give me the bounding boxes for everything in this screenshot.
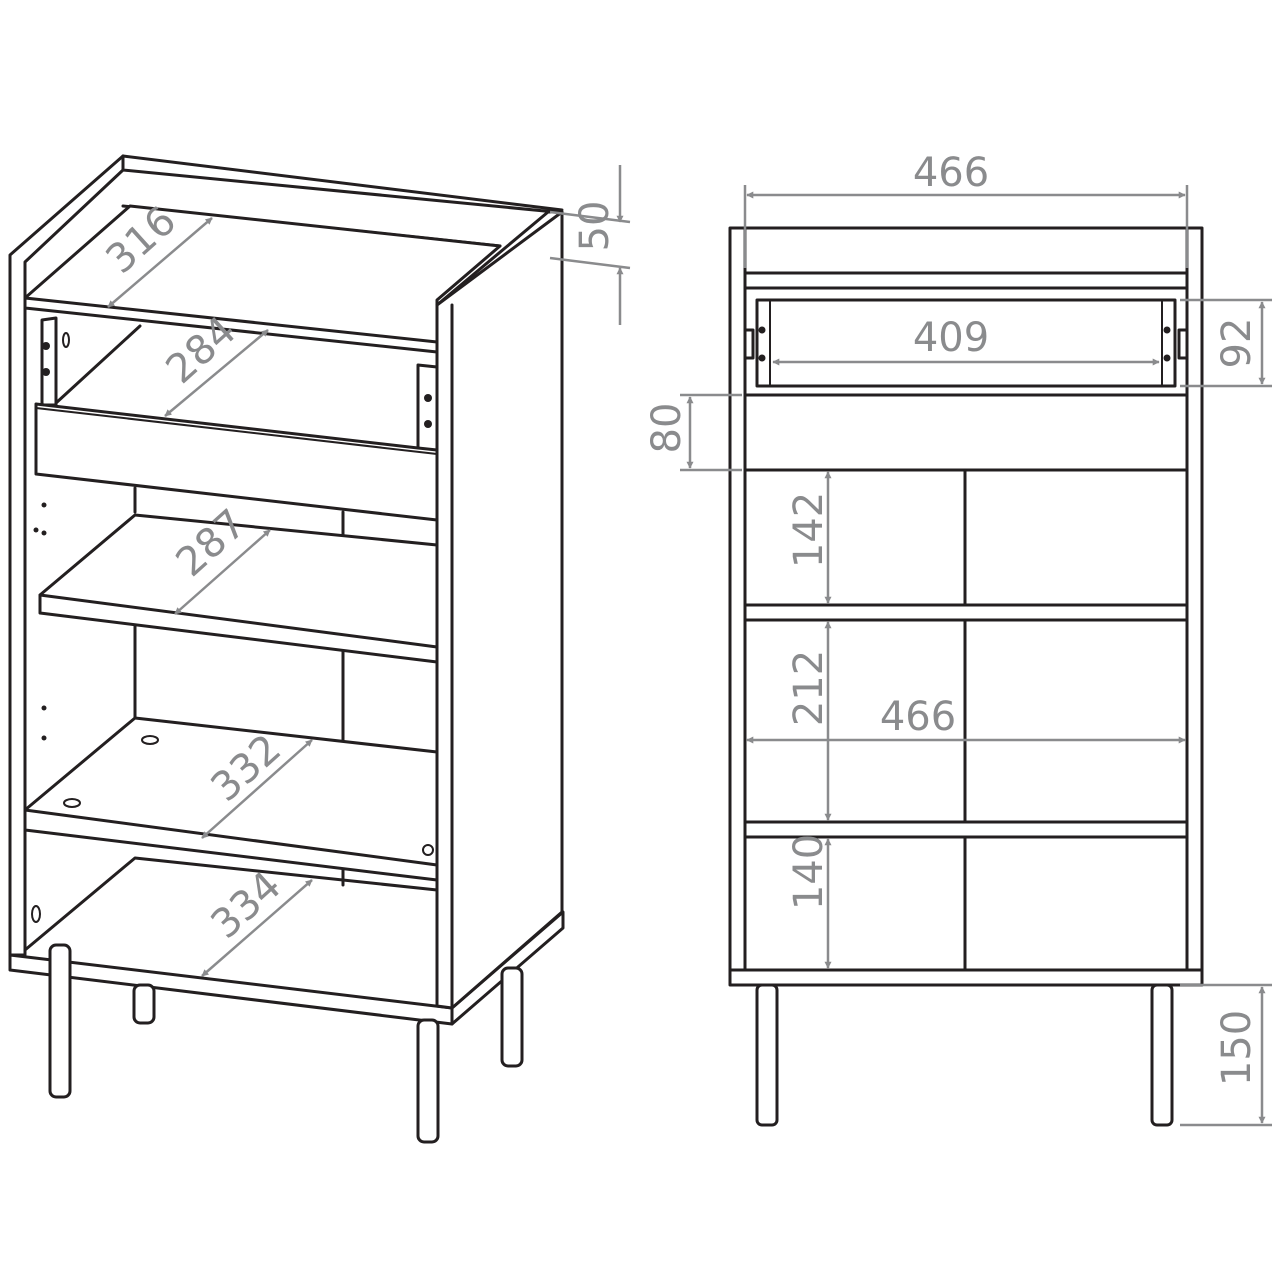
- dim-bottom-depth: 334: [203, 863, 291, 948]
- dim-line-drawer-depth: [164, 329, 269, 417]
- bottom-board: [23, 856, 439, 952]
- hinge-hole: [758, 326, 766, 334]
- dim-outer-width: 466: [913, 150, 989, 196]
- shelf-peg-hole: [422, 844, 434, 856]
- dim-drawer-height: 92: [1214, 318, 1260, 369]
- hinge-hole: [42, 368, 50, 376]
- right-side-edges: [435, 210, 564, 1010]
- dim-line-top-depth: [107, 217, 213, 308]
- hinge-hole: [424, 394, 432, 402]
- side-dot: [41, 502, 47, 508]
- dim-leg-height: 150: [1214, 1010, 1260, 1086]
- perspective-view: 316 284 287 332 334 50: [8, 154, 631, 1144]
- leg-back-left: [132, 983, 156, 1025]
- right-runner: [1177, 328, 1189, 360]
- front-shelf-2: [743, 820, 1189, 839]
- back-divider-lines: [133, 486, 345, 887]
- side-hole: [31, 905, 41, 923]
- front-drawer-inner: [769, 299, 1163, 387]
- leg-front-right: [416, 1018, 440, 1144]
- shelf-peg-hole: [141, 735, 159, 745]
- shelf-1-front-edge: [38, 593, 439, 649]
- dim-inner-width: 466: [880, 694, 956, 740]
- side-dot: [41, 530, 47, 536]
- dim-upper-compartment-height: 142: [786, 492, 832, 568]
- side-dot: [41, 735, 47, 741]
- dim-middle-compartment-height: 212: [786, 650, 832, 726]
- front-leg-right: [1150, 983, 1174, 1127]
- drawer-front-top-edge: [35, 407, 438, 455]
- front-base-plinth: [728, 968, 1204, 987]
- leg-back-right: [500, 966, 524, 1068]
- dim-line-shelf1-depth: [174, 529, 271, 615]
- dim-line-bottom-depth: [201, 879, 313, 977]
- hinge-hole: [1163, 326, 1171, 334]
- drawer-right-rail: [416, 363, 439, 457]
- perspective-legs: [48, 943, 524, 1144]
- hinge-hole: [424, 420, 432, 428]
- dim-lower-compartment-height: 140: [786, 834, 832, 910]
- hinge-hole: [42, 342, 50, 350]
- side-dot: [41, 705, 47, 711]
- drawer-left-rail: [40, 316, 58, 407]
- drawer-left-top: [54, 324, 142, 405]
- right-side-panel: [435, 210, 564, 1010]
- dim-ext-rim-bottom: [549, 256, 631, 270]
- dim-line-shelf2-depth: [201, 739, 313, 839]
- front-leg-left: [755, 983, 779, 1127]
- side-dot: [33, 527, 39, 533]
- drawer-front-panel: [34, 402, 439, 522]
- dim-drawer-width: 409: [913, 315, 989, 361]
- dim-top-rim-height: 50: [572, 201, 618, 252]
- front-shelf-1: [743, 603, 1189, 622]
- top-board-front-edge: [23, 296, 439, 344]
- front-view: 466 409 92 80 142 212 466 140 150: [644, 150, 1272, 1127]
- leg-front-left: [48, 943, 72, 1099]
- shelf-peg-hole: [63, 798, 81, 808]
- back-panel: [121, 154, 564, 218]
- top-board: [23, 204, 502, 354]
- left-runner: [743, 328, 755, 360]
- hinge-hole: [1163, 354, 1171, 362]
- drawer-hole: [62, 332, 70, 348]
- dim-drawer-front-height: 80: [644, 403, 690, 454]
- hinge-hole: [758, 354, 766, 362]
